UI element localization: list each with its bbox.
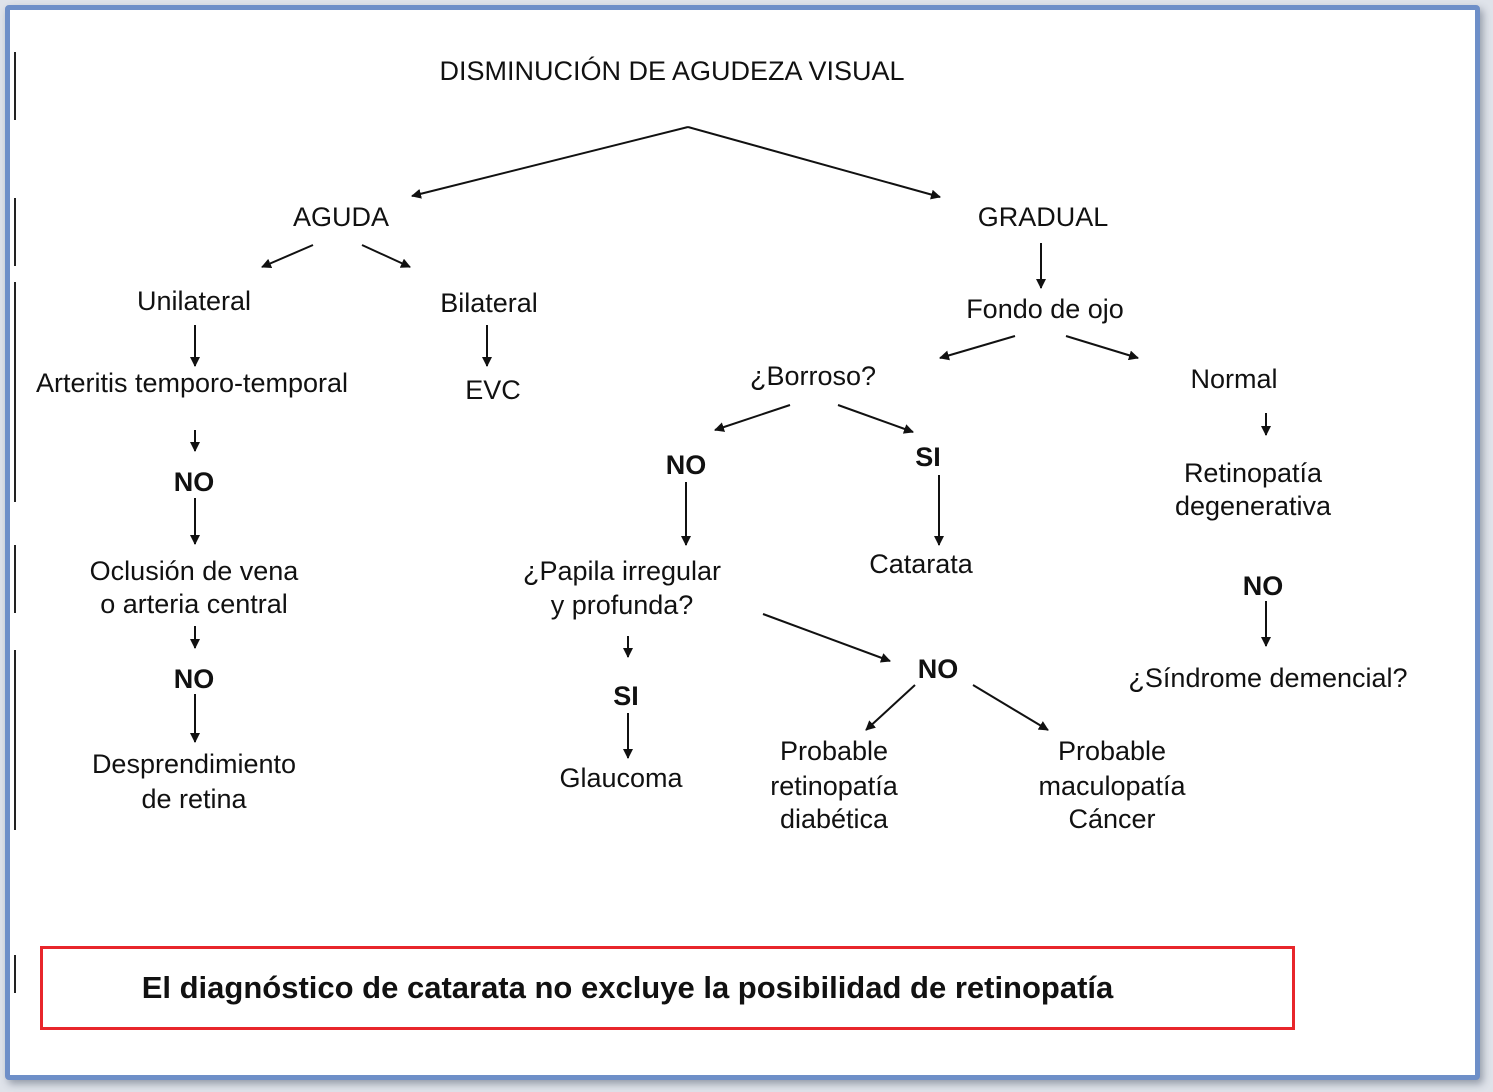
arrow-no-to-diabetica xyxy=(865,684,916,731)
node-sindrome-demencial: ¿Síndrome demencial? xyxy=(1128,663,1407,693)
note-box: El diagnóstico de catarata no excluye la… xyxy=(40,946,1295,1030)
node-papila-line1: ¿Papila irregular xyxy=(523,556,721,586)
arrow-fondo-to-normal xyxy=(1065,335,1139,361)
node-si-borroso: SI xyxy=(915,442,941,472)
arrow-title-to-aguda xyxy=(411,126,689,199)
note-text: El diagnóstico de catarata no excluye la… xyxy=(141,970,1114,1005)
arrow-title-to-gradual xyxy=(687,126,941,200)
node-unilateral: Unilateral xyxy=(137,286,251,316)
margin-mark xyxy=(14,282,16,502)
slide-frame xyxy=(5,5,1480,1080)
node-glaucoma: Glaucoma xyxy=(559,763,683,793)
node-borroso: ¿Borroso? xyxy=(750,361,876,391)
node-diabetica-line2: retinopatía xyxy=(770,771,899,801)
node-no-papila: NO xyxy=(918,654,959,684)
margin-mark xyxy=(14,650,16,830)
node-si-papila: SI xyxy=(613,681,639,711)
node-diabetica-line3: diabética xyxy=(780,804,889,834)
arrow-aguda-to-bilateral xyxy=(361,244,411,268)
arrow-fondo-to-borroso xyxy=(939,335,1016,361)
arrow-papila-to-no xyxy=(762,613,891,663)
node-aguda: AGUDA xyxy=(293,202,389,232)
node-gradual: GRADUAL xyxy=(978,202,1109,232)
node-evc: EVC xyxy=(465,375,521,405)
arrow-no-to-maculopatia xyxy=(972,684,1049,731)
node-no-borroso: NO xyxy=(666,450,707,480)
node-diabetica-line1: Probable xyxy=(780,736,888,766)
arrow-borroso-to-si xyxy=(837,404,914,434)
node-normal: Normal xyxy=(1190,364,1277,394)
node-arteritis: Arteritis temporo-temporal xyxy=(36,368,348,398)
node-no-arteritis: NO xyxy=(174,467,215,497)
margin-mark xyxy=(14,52,16,120)
node-catarata: Catarata xyxy=(869,549,974,579)
arrow-aguda-to-unilateral xyxy=(261,244,314,269)
node-bilateral: Bilateral xyxy=(440,288,538,318)
margin-mark xyxy=(14,198,16,266)
node-desprendimiento-line2: de retina xyxy=(141,784,247,814)
node-retinopatia-deg-line2: degenerativa xyxy=(1175,491,1332,521)
node-maculopatia-line3: Cáncer xyxy=(1068,804,1155,834)
node-fondo-de-ojo: Fondo de ojo xyxy=(966,294,1124,324)
node-oclusion-line2: o arteria central xyxy=(100,589,288,619)
node-papila-line2: y profunda? xyxy=(551,590,694,620)
node-maculopatia-line1: Probable xyxy=(1058,736,1166,766)
node-retinopatia-deg-line1: Retinopatía xyxy=(1184,458,1323,488)
node-oclusion-line1: Oclusión de vena xyxy=(90,556,300,586)
arrow-borroso-to-no xyxy=(714,404,791,432)
diagram-title: DISMINUCIÓN DE AGUDEZA VISUAL xyxy=(439,55,904,86)
node-no-normal: NO xyxy=(1243,571,1284,601)
node-desprendimiento-line1: Desprendimiento xyxy=(92,749,296,779)
margin-mark xyxy=(14,545,16,613)
node-maculopatia-line2: maculopatía xyxy=(1038,771,1186,801)
margin-mark xyxy=(14,955,16,993)
node-no-oclusion: NO xyxy=(174,664,215,694)
